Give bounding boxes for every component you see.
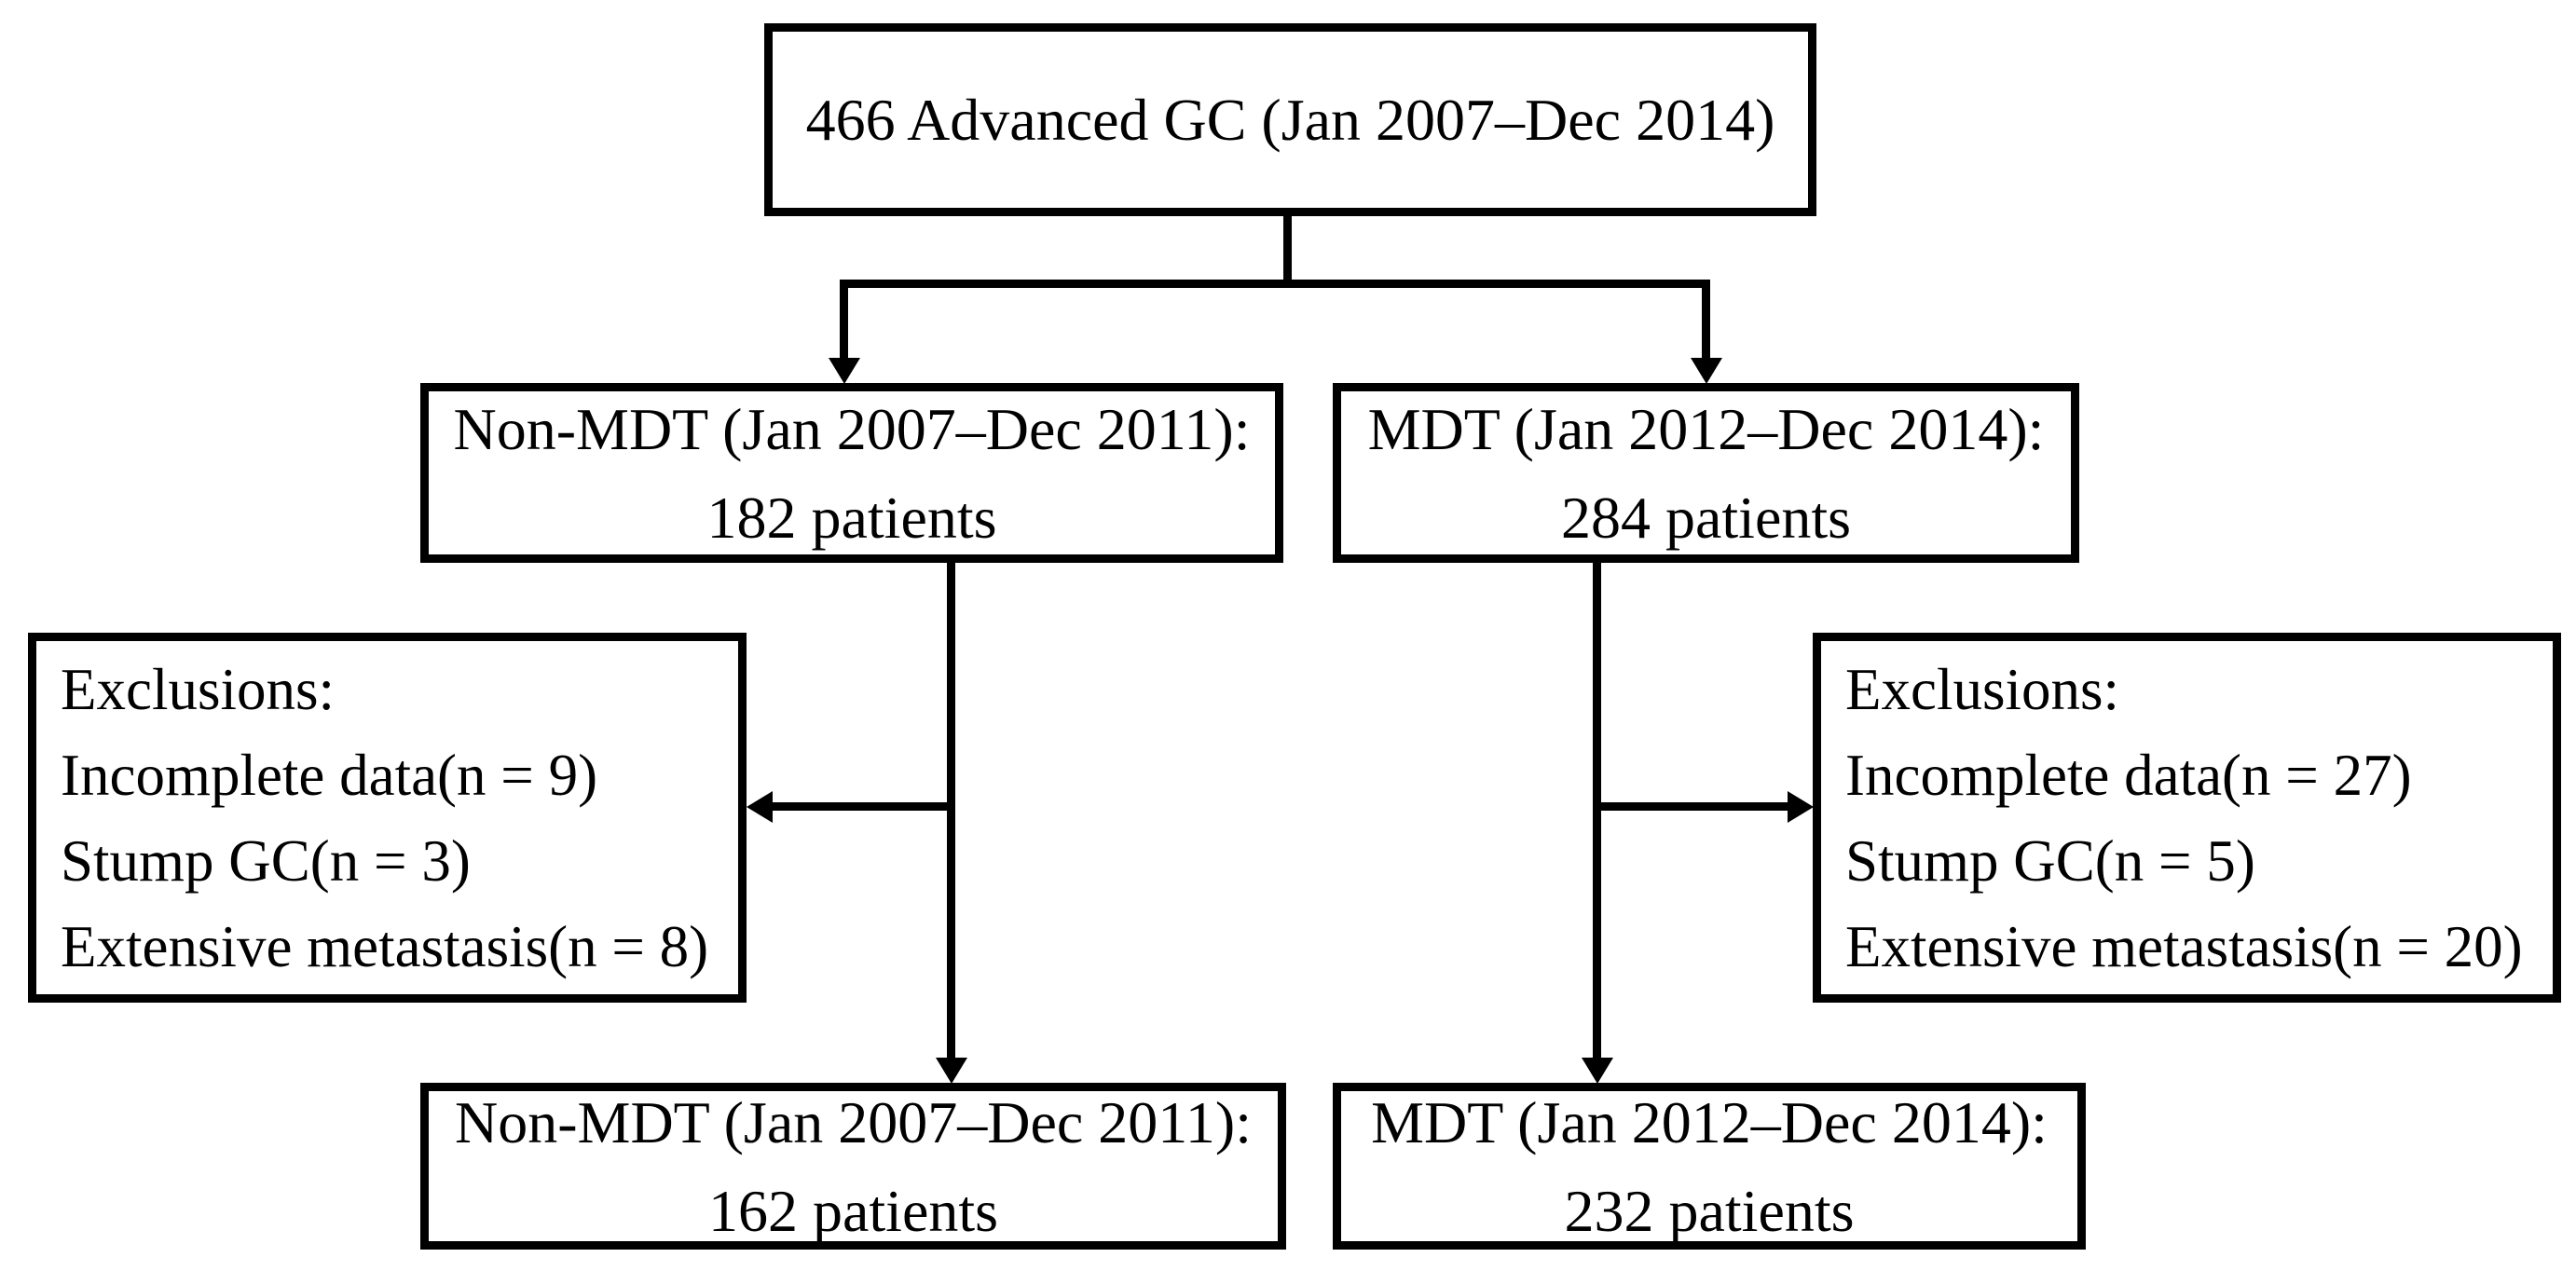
connector-nonmdt-trunk [947, 563, 955, 1059]
box-total-enrolled: 466 Advanced GC (Jan 2007–Dec 2014) [764, 23, 1816, 216]
box-mdt-final-label: MDT (Jan 2012–Dec 2014): [1371, 1088, 2048, 1155]
exclusions-nonmdt-title: Exclusions: [61, 656, 335, 722]
box-nonmdt-cohort: Non-MDT (Jan 2007–Dec 2011): 182 patient… [420, 383, 1283, 563]
connector-branch-horizontal [840, 280, 1710, 288]
exclusions-mdt-title: Exclusions: [1845, 656, 2119, 722]
exclusions-nonmdt-item-stump: Stump GC(n = 3) [61, 827, 471, 894]
connector-exclusion-right [1601, 802, 1789, 811]
arrow-right-icon [1788, 791, 1814, 823]
box-nonmdt-cohort-count: 182 patients [706, 484, 997, 551]
connector-mdt-trunk [1593, 563, 1601, 1059]
box-nonmdt-final: Non-MDT (Jan 2007–Dec 2011): 162 patient… [420, 1083, 1286, 1250]
box-mdt-cohort-count: 284 patients [1560, 484, 1852, 551]
exclusions-nonmdt-item-incomplete: Incomplete data(n = 9) [61, 742, 598, 808]
box-mdt-final: MDT (Jan 2012–Dec 2014): 232 patients [1333, 1083, 2086, 1250]
box-mdt-cohort: MDT (Jan 2012–Dec 2014): 284 patients [1333, 383, 2079, 563]
box-nonmdt-final-count: 162 patients [707, 1177, 999, 1244]
arrow-down-icon [1582, 1058, 1613, 1084]
connector-top-stem [1283, 216, 1292, 287]
connector-branch-left-vertical [840, 280, 848, 360]
exclusions-mdt-item-stump: Stump GC(n = 5) [1845, 827, 2255, 894]
exclusions-mdt-item-incomplete: Incomplete data(n = 27) [1845, 742, 2412, 808]
exclusions-mdt-item-metastasis: Extensive metastasis(n = 20) [1845, 913, 2523, 979]
box-total-enrolled-label: 466 Advanced GC (Jan 2007–Dec 2014) [805, 87, 1775, 153]
arrow-down-icon [936, 1058, 967, 1084]
connector-branch-right-vertical [1702, 280, 1710, 360]
connector-exclusion-left [770, 802, 955, 811]
arrow-down-icon [829, 358, 860, 384]
arrow-left-icon [747, 791, 773, 823]
box-mdt-cohort-label: MDT (Jan 2012–Dec 2014): [1367, 395, 2045, 462]
box-exclusions-nonmdt: Exclusions: Incomplete data(n = 9) Stump… [28, 633, 747, 1003]
box-exclusions-mdt: Exclusions: Incomplete data(n = 27) Stum… [1813, 633, 2561, 1003]
exclusions-nonmdt-item-metastasis: Extensive metastasis(n = 8) [61, 913, 709, 979]
box-nonmdt-final-label: Non-MDT (Jan 2007–Dec 2011): [455, 1088, 1252, 1155]
box-nonmdt-cohort-label: Non-MDT (Jan 2007–Dec 2011): [453, 395, 1251, 462]
arrow-down-icon [1691, 358, 1722, 384]
box-mdt-final-count: 232 patients [1564, 1177, 1855, 1244]
